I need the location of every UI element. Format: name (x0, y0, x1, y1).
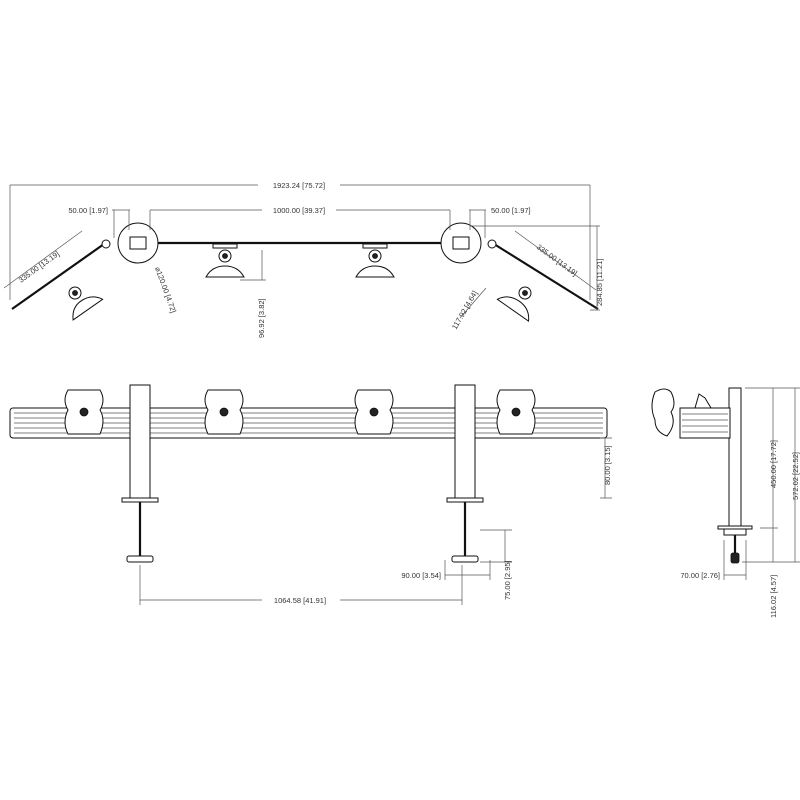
dim-center-span: 1000.00 [39.37] (273, 206, 325, 215)
vesa-clamp (205, 243, 245, 278)
left-hub (129, 236, 147, 250)
left-joint (101, 239, 111, 249)
vesa-clamp (355, 243, 395, 278)
right-joint (487, 239, 497, 249)
vesa-plate (354, 389, 394, 435)
dim-overall-height: 572.02 [22.52] (791, 452, 800, 500)
vesa-clamp (496, 286, 532, 322)
side-view: 450.00 [17.72] 572.02 [22.52] 116.02 [4.… (651, 387, 800, 618)
right-hub (452, 236, 470, 250)
dim-bar-height: 80.00 [3.15] (603, 445, 612, 485)
dim-overall-width: 1923.24 [75.72] (273, 181, 325, 190)
vesa-plate (204, 389, 244, 435)
vesa-plate (64, 389, 104, 435)
side-clamp (694, 393, 712, 409)
dim-clamp-height: 75.00 [2.95] (503, 560, 512, 600)
pole (446, 384, 484, 563)
side-base-block (723, 528, 747, 536)
dim-clamp-depth-center: 96.92 [3.82] (257, 298, 266, 338)
dim-gap-right: 50.00 [1.97] (491, 206, 531, 215)
right-arm (493, 243, 599, 310)
front-view: 80.00 [3.15] 90.00 [3.54] 75.00 [2.95] 1… (9, 384, 612, 605)
dim-base-width: 90.00 [3.54] (401, 571, 441, 580)
dim-gap-left: 50.00 [1.97] (68, 206, 108, 215)
vesa-clamp (68, 286, 104, 321)
side-bar (679, 407, 731, 439)
side-clamp-knob (730, 552, 740, 564)
pole (121, 384, 159, 563)
side-pole (728, 387, 742, 529)
top-view: 1923.24 [75.72] 1000.00 [39.37] 50.00 [1… (3, 180, 604, 338)
dim-overall-depth: 284.85 [11.21] (595, 259, 604, 306)
dim-clamp-depth-angled: 117.92 [4.64] (450, 289, 479, 331)
dim-hub-diameter: ⌀120.00 [4.72] (153, 266, 178, 314)
dim-clamp-range: 116.02 [4.57] (769, 575, 778, 618)
left-arm (11, 243, 105, 310)
dim-pole-spacing: 1064.58 [41.91] (274, 596, 326, 605)
dim-side-base-width: 70.00 [2.76] (680, 571, 720, 580)
side-vesa-plate (651, 388, 675, 437)
dim-pole-height: 450.00 [17.72] (769, 440, 778, 488)
vesa-plate (496, 389, 536, 435)
